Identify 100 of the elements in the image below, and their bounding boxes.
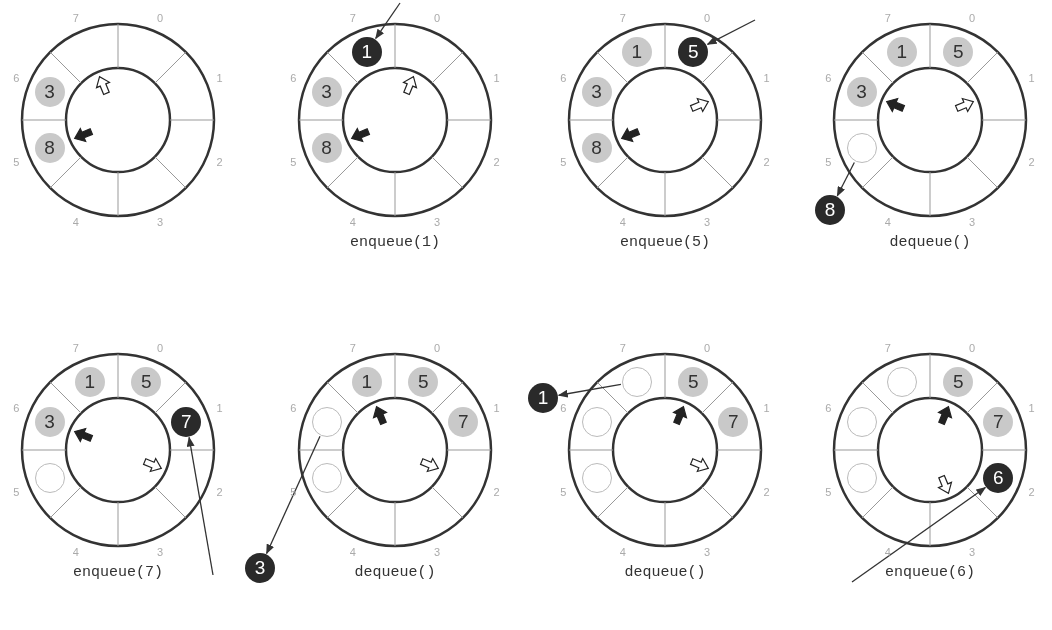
slot-index: 7 — [349, 342, 356, 355]
value-circle: 5 — [131, 366, 162, 397]
slot-index: 3 — [157, 215, 164, 228]
slot-index: 3 — [434, 215, 441, 228]
slot-index: 0 — [704, 12, 711, 25]
slot-index: 5 — [290, 486, 297, 499]
slot-index: 6 — [560, 401, 567, 414]
slot-index: 6 — [825, 71, 832, 84]
slot-index: 3 — [704, 545, 711, 558]
empty-slot-circle — [886, 366, 917, 397]
slot-index: 6 — [13, 71, 20, 84]
value-circle: 5 — [678, 366, 709, 397]
slot-index: 1 — [493, 401, 500, 414]
moved-value-circle: 1 — [351, 36, 382, 67]
slot-index: 7 — [619, 342, 626, 355]
slot-index: 5 — [13, 156, 20, 169]
empty-slot-circle — [846, 463, 877, 494]
moved-value-circle: 7 — [171, 406, 202, 437]
value-circle: 3 — [846, 76, 877, 107]
slot-index: 6 — [290, 401, 297, 414]
slot-index: 7 — [884, 342, 891, 355]
slot-index: 0 — [969, 12, 976, 25]
slot-index: 1 — [216, 71, 223, 84]
slot-index: 4 — [349, 215, 356, 228]
slot-index: 4 — [349, 545, 356, 558]
slot-index: 2 — [763, 156, 770, 169]
slot-index: 4 — [884, 545, 891, 558]
value-circle: 5 — [943, 366, 974, 397]
value-circle: 8 — [34, 133, 65, 164]
slot-index: 4 — [72, 545, 79, 558]
slot-index: 6 — [290, 71, 297, 84]
slot-index: 4 — [619, 545, 626, 558]
value-circle: 7 — [983, 406, 1014, 437]
slot-index: 0 — [434, 12, 441, 25]
slot-index: 4 — [72, 215, 79, 228]
arrow — [375, 2, 401, 40]
slot-index: 5 — [825, 156, 832, 169]
slot-index: 2 — [216, 486, 223, 499]
value-circle: 1 — [74, 366, 105, 397]
slot-index: 1 — [1028, 401, 1035, 414]
value-circle: 7 — [718, 406, 749, 437]
empty-slot-circle — [621, 366, 652, 397]
arrow — [706, 19, 756, 45]
empty-slot-circle — [846, 133, 877, 164]
slot-index: 2 — [763, 486, 770, 499]
empty-slot-circle — [34, 463, 65, 494]
slot-index: 0 — [157, 12, 164, 25]
slot-index: 2 — [1028, 156, 1035, 169]
slot-index: 6 — [560, 71, 567, 84]
slot-index: 0 — [704, 342, 711, 355]
operation-caption: dequeue() — [624, 564, 706, 581]
slot-index: 5 — [290, 156, 297, 169]
slot-index: 7 — [349, 12, 356, 25]
moved-value-circle: 3 — [245, 553, 275, 583]
slot-index: 1 — [1028, 71, 1035, 84]
value-circle: 5 — [408, 366, 439, 397]
slot-index: 3 — [969, 215, 976, 228]
slot-index: 3 — [704, 215, 711, 228]
value-circle: 1 — [621, 36, 652, 67]
value-circle: 8 — [581, 133, 612, 164]
slot-index: 5 — [560, 486, 567, 499]
operation-caption: enqueue(1) — [350, 234, 440, 251]
operation-caption: enqueue(5) — [620, 234, 710, 251]
value-circle: 3 — [311, 76, 342, 107]
empty-slot-circle — [581, 463, 612, 494]
slot-index: 6 — [825, 401, 832, 414]
arrow — [186, 436, 214, 576]
empty-slot-circle — [581, 406, 612, 437]
operation-caption: enqueue(7) — [73, 564, 163, 581]
empty-slot-circle — [846, 406, 877, 437]
value-circle: 5 — [943, 36, 974, 67]
slot-index: 3 — [969, 545, 976, 558]
value-circle: 3 — [34, 406, 65, 437]
operation-caption: enqueue(6) — [885, 564, 975, 581]
slot-index: 3 — [434, 545, 441, 558]
slot-index: 2 — [1028, 486, 1035, 499]
slot-index: 2 — [216, 156, 223, 169]
slot-index: 7 — [884, 12, 891, 25]
slot-index: 7 — [72, 342, 79, 355]
slot-index: 7 — [619, 12, 626, 25]
value-circle: 3 — [581, 76, 612, 107]
operation-caption: dequeue() — [889, 234, 971, 251]
slot-index: 2 — [493, 486, 500, 499]
slot-index: 6 — [13, 401, 20, 414]
slot-index: 0 — [157, 342, 164, 355]
arrow — [557, 383, 622, 398]
slot-index: 5 — [13, 486, 20, 499]
slot-index: 1 — [763, 71, 770, 84]
value-circle: 3 — [34, 76, 65, 107]
value-circle: 7 — [448, 406, 479, 437]
empty-slot-circle — [311, 463, 342, 494]
slot-index: 0 — [969, 342, 976, 355]
value-circle: 1 — [351, 366, 382, 397]
moved-value-circle: 1 — [528, 383, 558, 413]
slot-index: 3 — [157, 545, 164, 558]
arrow — [851, 486, 987, 583]
moved-value-circle: 5 — [678, 36, 709, 67]
arrow — [836, 161, 855, 197]
slot-index: 5 — [825, 486, 832, 499]
slot-index: 1 — [216, 401, 223, 414]
